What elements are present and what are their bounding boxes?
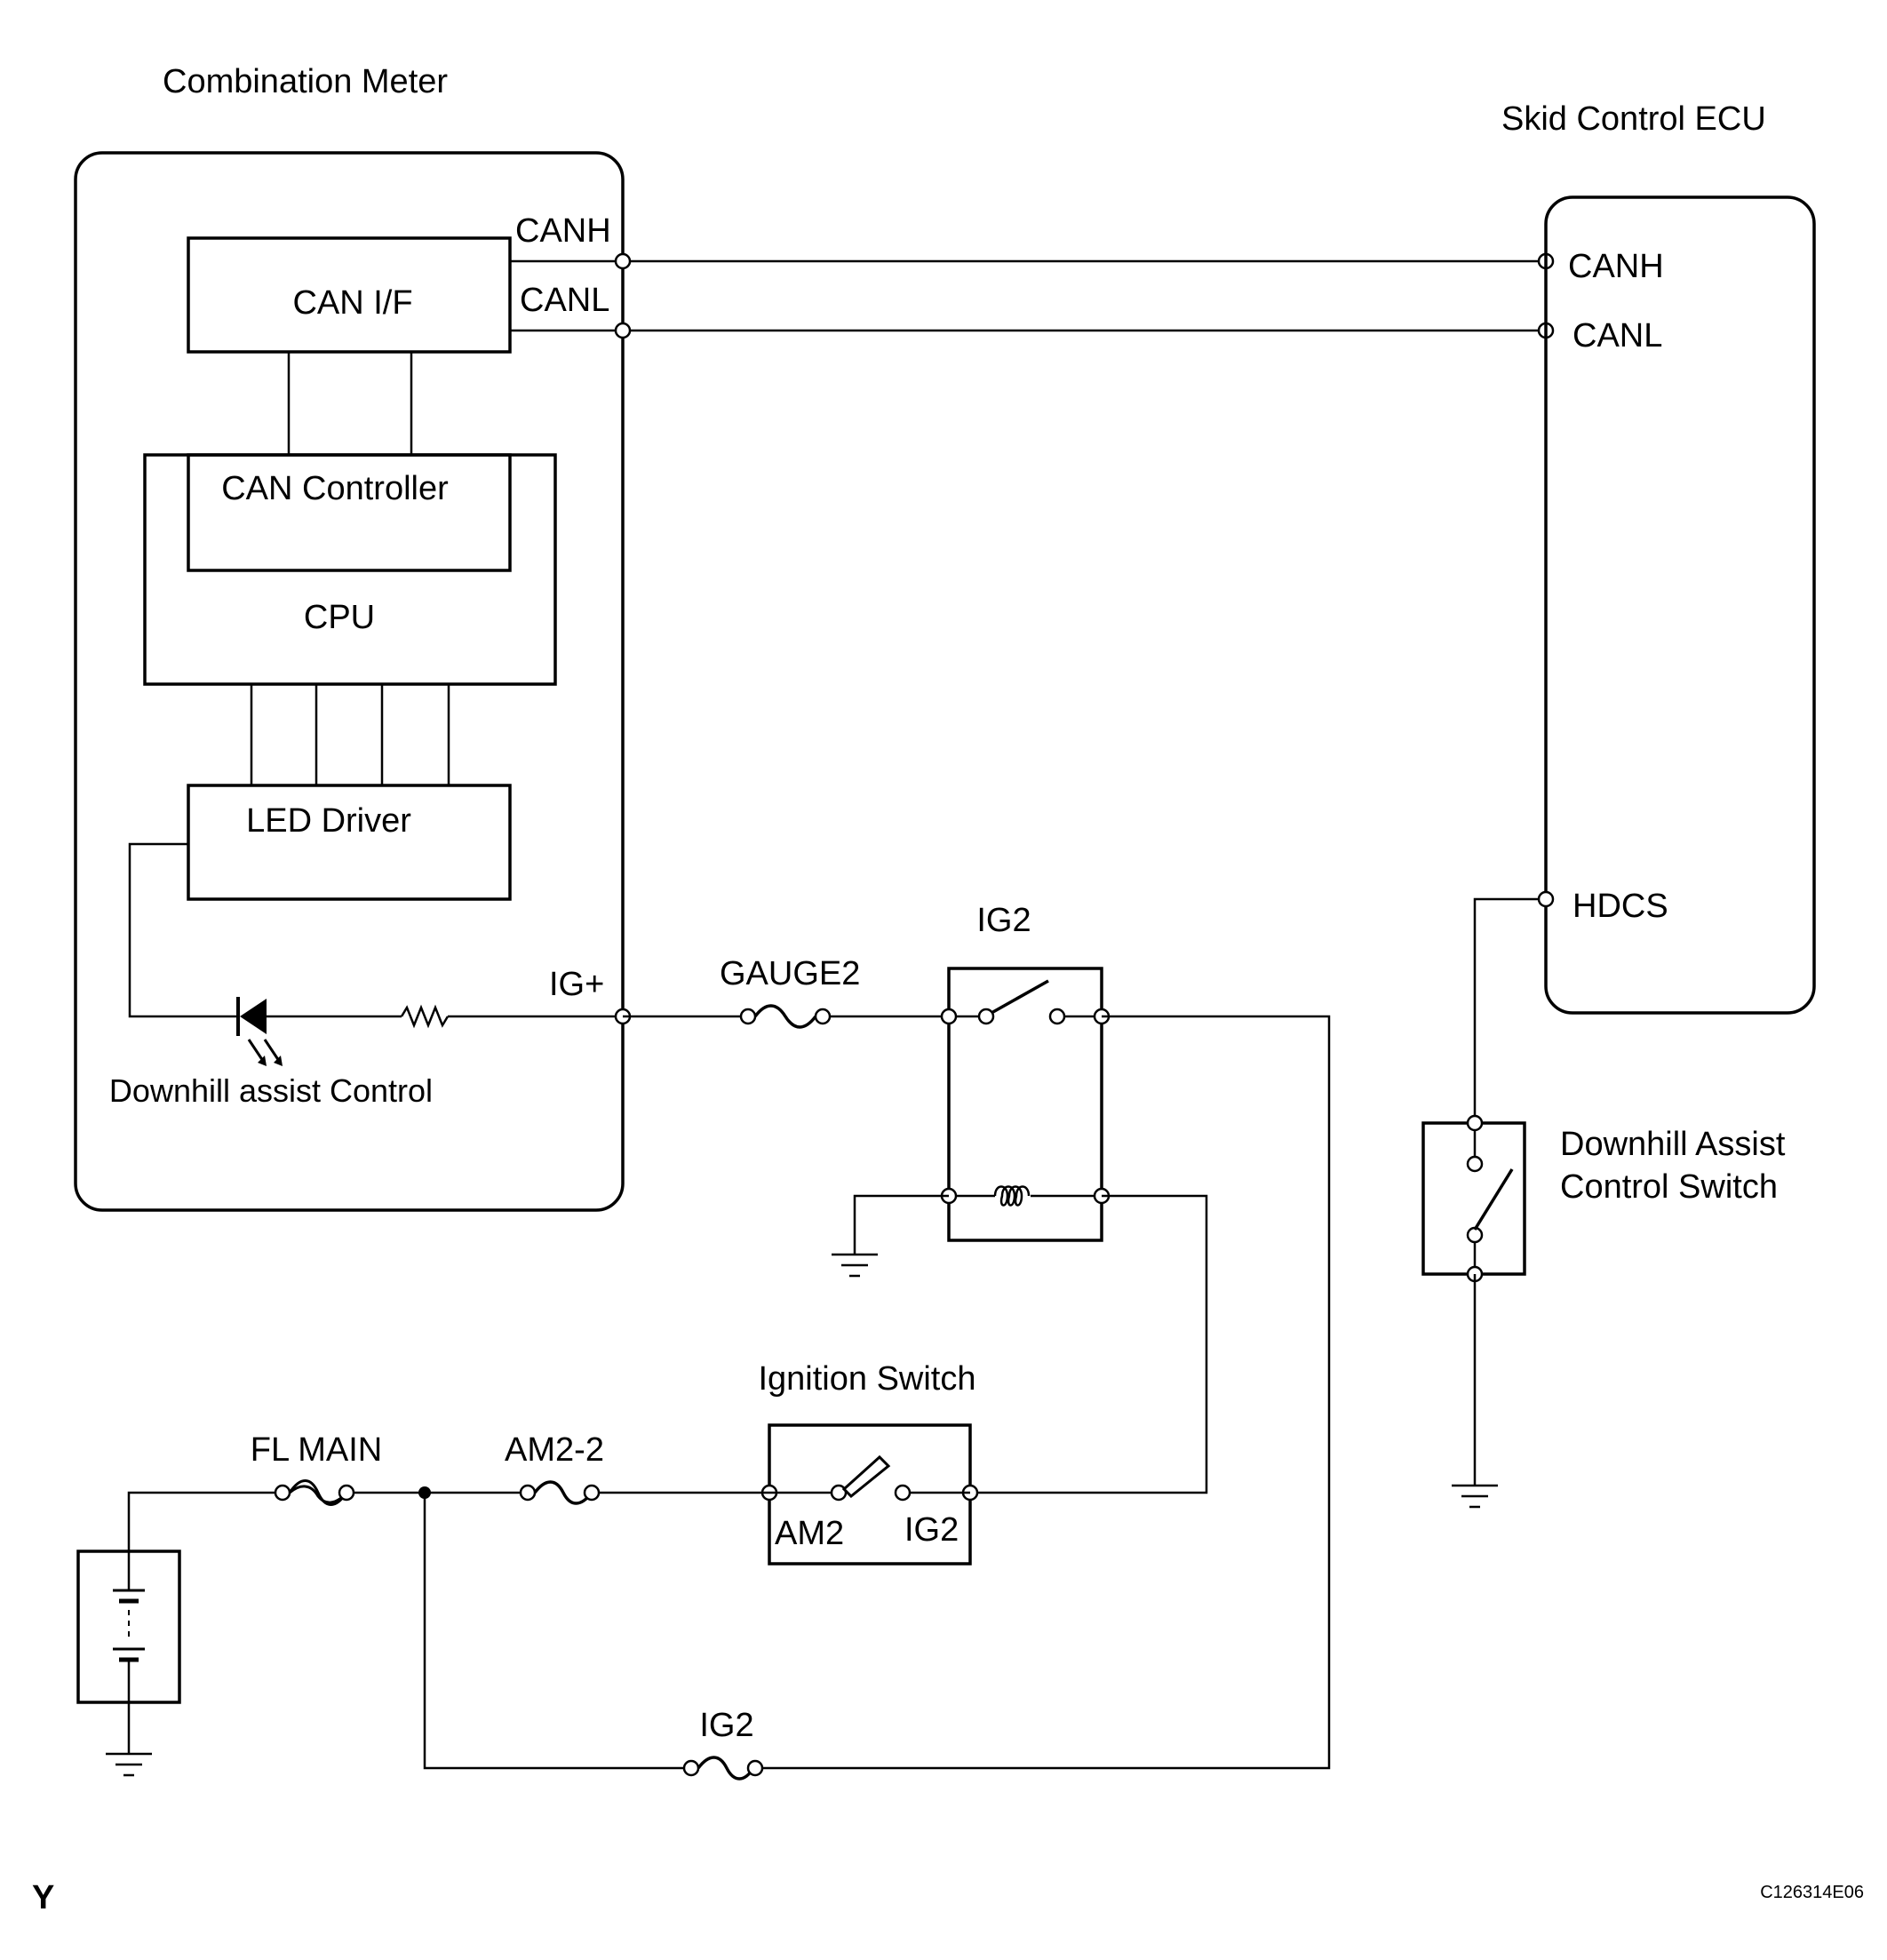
led-driver-label: LED Driver bbox=[246, 802, 411, 840]
meter-canh-label: CANH bbox=[515, 212, 611, 250]
hdc-switch-label-line2: Control Switch bbox=[1560, 1168, 1778, 1206]
ignition-switch-contact-right bbox=[894, 1484, 912, 1502]
skid-control-ecu-outline bbox=[1544, 195, 1816, 1015]
junction-to-ig2-fuse-wire bbox=[423, 1493, 689, 1770]
combination-meter-title: Combination Meter bbox=[163, 63, 448, 100]
hdc-switch-terminal-top bbox=[1466, 1114, 1484, 1132]
am2-2-fuse-icon bbox=[519, 1480, 601, 1505]
meter-igplus-label: IG+ bbox=[549, 966, 604, 1003]
hdcs-wire bbox=[1473, 897, 1546, 1123]
ground-icon-hdc bbox=[1452, 1484, 1498, 1509]
ground-icon-battery bbox=[106, 1752, 152, 1777]
ignition-switch-ig2-label: IG2 bbox=[904, 1511, 959, 1549]
hdc-switch-contact-bottom bbox=[1466, 1226, 1484, 1244]
battery-icon bbox=[113, 1551, 145, 1702]
ecu-canl-label: CANL bbox=[1572, 317, 1662, 355]
can-controller-label: CAN Controller bbox=[221, 470, 449, 507]
gauge2-fuse-label: GAUGE2 bbox=[720, 955, 860, 992]
can-if-label: CAN I/F bbox=[292, 284, 412, 322]
resistor-icon bbox=[400, 1004, 450, 1029]
relay-coil-feed-wire bbox=[970, 1194, 1208, 1494]
relay-contact-right bbox=[1048, 1008, 1066, 1025]
relay-contact-terminal-in bbox=[940, 1008, 958, 1025]
ig2-relay-label: IG2 bbox=[976, 902, 1031, 939]
can-controller-block bbox=[187, 453, 512, 572]
footer-left-mark: Y bbox=[32, 1879, 54, 1916]
hdc-switch-contact-top bbox=[1466, 1155, 1484, 1173]
downhill-assist-indicator-label: Downhill assist Control bbox=[109, 1072, 433, 1109]
am2-2-fuse-label: AM2-2 bbox=[505, 1431, 604, 1469]
relay-contact-lever-icon bbox=[991, 979, 1049, 1015]
ignition-switch-lever-icon bbox=[841, 1454, 891, 1499]
meter-canh-terminal bbox=[614, 252, 632, 270]
ignition-switch-title: Ignition Switch bbox=[758, 1360, 975, 1398]
relay-contact-left bbox=[977, 1008, 995, 1025]
ecu-hdcs-terminal bbox=[1537, 890, 1555, 908]
led-driver-block bbox=[187, 784, 512, 901]
ecu-canh-label: CANH bbox=[1568, 248, 1664, 285]
skid-control-ecu-title: Skid Control ECU bbox=[1501, 100, 1766, 138]
led-driver-output-wire bbox=[128, 842, 236, 1018]
relay-coil-icon bbox=[993, 1185, 1031, 1207]
figure-code: C126314E06 bbox=[1760, 1883, 1864, 1902]
led-indicator-icon bbox=[236, 997, 283, 1066]
ig2-fuse-label: IG2 bbox=[699, 1707, 753, 1744]
ig2-relay-box bbox=[947, 967, 1103, 1242]
meter-canl-terminal bbox=[614, 322, 632, 339]
ground-icon-relay bbox=[832, 1253, 878, 1278]
fl-main-fuse-label: FL MAIN bbox=[251, 1431, 383, 1469]
relay-output-wire bbox=[760, 1015, 1331, 1770]
ignition-switch-am2-label: AM2 bbox=[775, 1515, 844, 1552]
ig2-fuse-icon bbox=[682, 1756, 764, 1781]
ecu-hdcs-label: HDCS bbox=[1572, 888, 1668, 925]
gauge2-fuse-icon bbox=[739, 1004, 832, 1029]
can-if-block bbox=[187, 236, 512, 354]
fl-main-fuse-icon bbox=[274, 1479, 355, 1506]
battery-positive-wire bbox=[127, 1491, 275, 1551]
cpu-label: CPU bbox=[304, 599, 375, 636]
combination-meter-outline bbox=[74, 151, 625, 1212]
hdc-switch-lever-icon bbox=[1473, 1168, 1514, 1231]
relay-ground-wire bbox=[853, 1194, 949, 1255]
meter-canl-label: CANL bbox=[520, 282, 609, 319]
hdc-switch-label-line1: Downhill Assist bbox=[1560, 1126, 1786, 1163]
